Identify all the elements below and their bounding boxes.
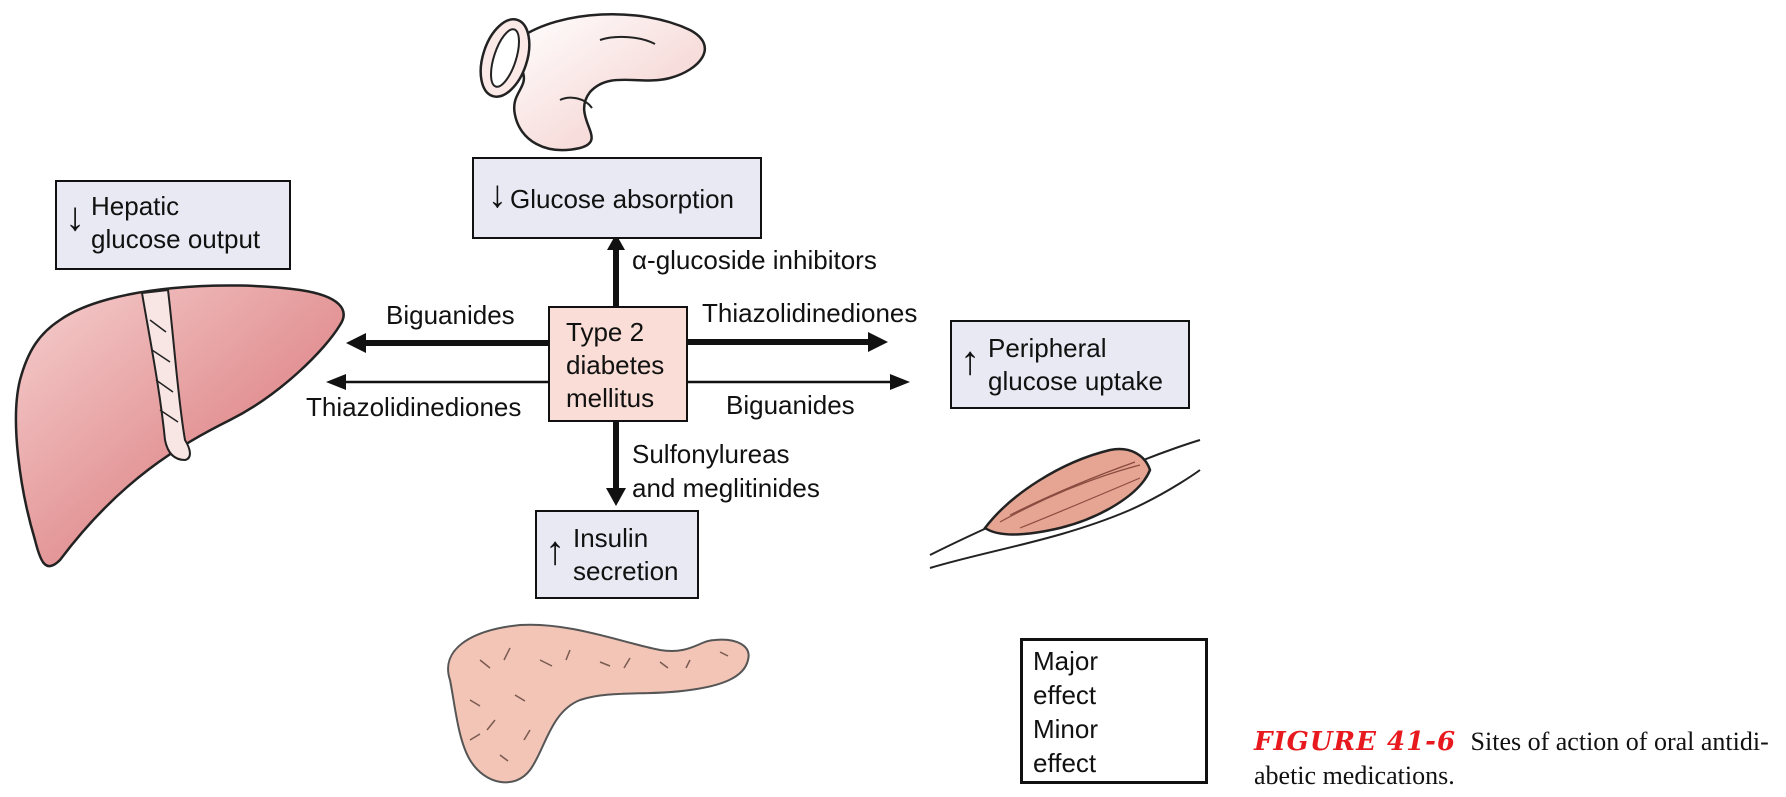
center-line1: Type 2 — [566, 317, 645, 347]
hepatic-output-box: ↓ Hepatic glucose output — [55, 180, 291, 270]
down-arrow-icon: ↓ — [488, 174, 507, 216]
legend-major-line2: effect — [1033, 680, 1097, 710]
hepatic-label-line2: glucose output — [91, 224, 261, 254]
left-minor-drug-label: Thiazolidinediones — [306, 392, 522, 422]
hepatic-label-line1: Hepatic — [91, 191, 180, 221]
type2-diabetes-box: Type 2 diabetes mellitus — [548, 306, 688, 422]
peripheral-uptake-box: ↑ Peripheral glucose uptake — [950, 320, 1190, 409]
pancreas-illustration — [447, 623, 750, 784]
arrow-right-minor-head — [890, 374, 910, 390]
up-arrow-icon: ↑ — [960, 339, 980, 383]
caption-text-line2: abetic medications. — [1254, 761, 1455, 790]
figure-caption: FIGURE 41-6 Sites of action of oral anti… — [1254, 725, 1782, 793]
muscle-illustration — [929, 439, 1201, 569]
glucose-absorption-label: Glucose absorption — [510, 184, 735, 214]
center-line3: mellitus — [566, 383, 655, 413]
insulin-label-line1: Insulin — [573, 523, 649, 553]
arrow-left-major-head — [346, 333, 366, 353]
insulin-label-line2: secretion — [573, 556, 679, 586]
down-arrow-icon: ↓ — [65, 195, 85, 239]
arrow-left-minor-head — [326, 374, 346, 390]
legend-minor-line1: Minor — [1033, 714, 1099, 744]
legend-box: Major effect Minor effect — [1020, 638, 1208, 784]
right-minor-drug-label: Biguanides — [726, 390, 855, 420]
alpha-glucoside-label: α-glucoside inhibitors — [632, 245, 877, 275]
right-major-drug-label: Thiazolidinediones — [702, 298, 918, 328]
arrow-up-head — [607, 234, 625, 250]
up-arrow-icon: ↑ — [545, 529, 565, 573]
arrow-right-major-head — [868, 332, 888, 352]
down-drug-label-line1: Sulfonylureas — [632, 439, 790, 469]
insulin-secretion-box: ↑ Insulin secretion — [535, 510, 699, 599]
liver-illustration — [14, 284, 345, 568]
caption-text-line1: Sites of action of oral antidi- — [1470, 727, 1769, 756]
intestine-illustration — [479, 13, 706, 152]
center-line2: diabetes — [566, 350, 665, 380]
glucose-absorption-box: ↓ Glucose absorption — [472, 157, 762, 239]
legend-major-line1: Major — [1033, 646, 1099, 676]
caption-line1: FIGURE 41-6 Sites of action of oral anti… — [1254, 725, 1782, 759]
peripheral-label-line2: glucose uptake — [988, 366, 1163, 396]
down-drug-label-line2: and meglitinides — [632, 473, 820, 503]
left-major-drug-label: Biguanides — [386, 300, 515, 330]
legend-minor-line2: effect — [1033, 748, 1097, 778]
figure-id: FIGURE 41-6 — [1254, 727, 1457, 757]
peripheral-label-line1: Peripheral — [988, 333, 1107, 363]
arrow-down-head — [606, 488, 626, 506]
